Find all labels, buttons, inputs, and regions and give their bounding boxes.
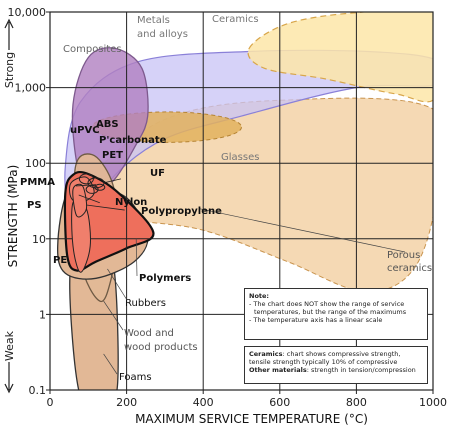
note-box-temperature: Note: - The chart does NOT show the rang… (244, 288, 428, 340)
label-leader-3 (103, 300, 124, 331)
label-metals-and-alloys-line-0: Metals (137, 15, 170, 26)
x-tick-label-0: 0 (47, 396, 54, 409)
axes-layer: 0 200 400 600 800 1000 0.1 1 10 100 1,000 10,000MAX… (3, 6, 447, 426)
other-note-title: Other materials (249, 366, 307, 374)
y-axis-title: STRENGTH (MPa) (6, 165, 20, 268)
label-porous-ceramics-line-0: Porous (387, 250, 420, 261)
y-tick-label-0: 0.1 (29, 384, 47, 397)
x-axis-title-unit: °C) (349, 412, 368, 426)
y-tick-label-1: 1 (39, 308, 46, 321)
material-label-pet: PET (102, 150, 123, 161)
material-label-uf: UF (150, 168, 165, 179)
y-tick-label-2: 10 (32, 233, 46, 246)
polymer-detail-layer (69, 173, 125, 273)
label-polymers-line-0: Polymers (139, 273, 191, 284)
region-ceramics (247, 12, 433, 103)
y-strong-arrow (4, 18, 14, 50)
y-tick-label-4: 1,000 (15, 82, 47, 95)
polymer-detail-ellipse-3 (94, 183, 106, 191)
note-line-1: - The chart does NOT show the range of s… (249, 300, 405, 308)
ceramics-note-title: Ceramics (249, 350, 283, 358)
label-foams-line-0: Foams (119, 372, 152, 383)
label-metals-and-alloys-line-1: and alloys (137, 29, 188, 40)
note-title: Note: (249, 292, 270, 300)
ceramics-note-line: Ceramics: chart shows compressive streng… (249, 350, 423, 358)
y-weak-label: Weak (3, 330, 16, 361)
x-tick-label-1000: 1000 (419, 396, 447, 409)
note-box-materials: Ceramics: chart shows compressive streng… (244, 346, 428, 384)
label-wood-line-1: wood products (124, 342, 198, 353)
label-metals-and-alloys: Metals and alloys (137, 15, 188, 40)
label-foams: Foams (119, 372, 152, 383)
y-tick-label-3: 100 (25, 157, 46, 170)
material-label-polypropylene: Polypropylene (141, 206, 222, 217)
x-tick-label-400: 400 (193, 396, 214, 409)
label-rubbers: Rubbers (125, 298, 166, 309)
x-axis-title: MAXIMUM SERVICE TEMPERATURE (°C) (135, 412, 368, 426)
label-porous-ceramics: Porous ceramics (387, 250, 432, 274)
x-tick-label-800: 800 (346, 396, 367, 409)
polymer-leader-3 (86, 204, 125, 211)
material-label-pcarbonate: P'carbonate (99, 135, 167, 146)
label-glasses: Glasses (221, 152, 259, 163)
label-leader-1 (135, 238, 138, 277)
label-composites: Composites (63, 44, 122, 55)
label-composites-line-0: Composites (63, 44, 122, 55)
y-tick-label-5: 10,000 (8, 6, 47, 19)
note-line-2: temperatures, but the range of the maxim… (254, 308, 407, 316)
note-line-3: - The temperature axis has a linear scal… (249, 316, 383, 324)
label-ceramics: Ceramics (212, 14, 259, 25)
ceramics-note-text: : chart shows compressive strength, (282, 350, 401, 358)
polymer-leader-0 (76, 184, 96, 187)
label-leader-0 (199, 208, 406, 253)
label-rubbers-line-0: Rubbers (125, 298, 166, 309)
x-tick-label-600: 600 (269, 396, 290, 409)
material-label-pmma: PMMA (20, 177, 55, 188)
material-label-upvc: uPVC (70, 125, 100, 136)
polymer-detail-ellipse-2 (85, 184, 99, 194)
polymer-leader-1 (78, 194, 100, 204)
ceramics-note-text-2: tensile strength typically 10% of compre… (249, 358, 398, 366)
ps-shape (72, 183, 88, 218)
material-label-ps: PS (27, 200, 42, 211)
y-weak-arrow (4, 362, 14, 394)
label-glasses-line-0: Glasses (221, 152, 259, 163)
label-leader-4 (103, 353, 118, 375)
x-axis-title-main: MAXIMUM SERVICE TEMPERATURE ( (135, 412, 349, 426)
other-note-text: : strength in tension/compression (306, 366, 416, 374)
label-wood: Wood and wood products (124, 328, 198, 353)
label-leader-2 (107, 268, 128, 301)
other-note-line: Other materials: strength in tension/com… (249, 366, 423, 374)
label-porous-ceramics-line-1: ceramics (387, 263, 432, 274)
polymer-detail-ellipse-0 (78, 173, 94, 185)
material-label-nylon: Nylon (115, 197, 147, 208)
y-strong-label: Strong (3, 52, 16, 88)
label-polymers: Polymers (139, 273, 191, 284)
material-label-abs: ABS (96, 119, 119, 130)
polymer-leader-2 (103, 178, 121, 184)
x-tick-label-200: 200 (116, 396, 137, 409)
label-wood-line-0: Wood and (124, 328, 174, 339)
plot-frame (49, 11, 434, 391)
material-label-pe: PE (53, 255, 67, 266)
label-ceramics-line-0: Ceramics (212, 14, 259, 25)
